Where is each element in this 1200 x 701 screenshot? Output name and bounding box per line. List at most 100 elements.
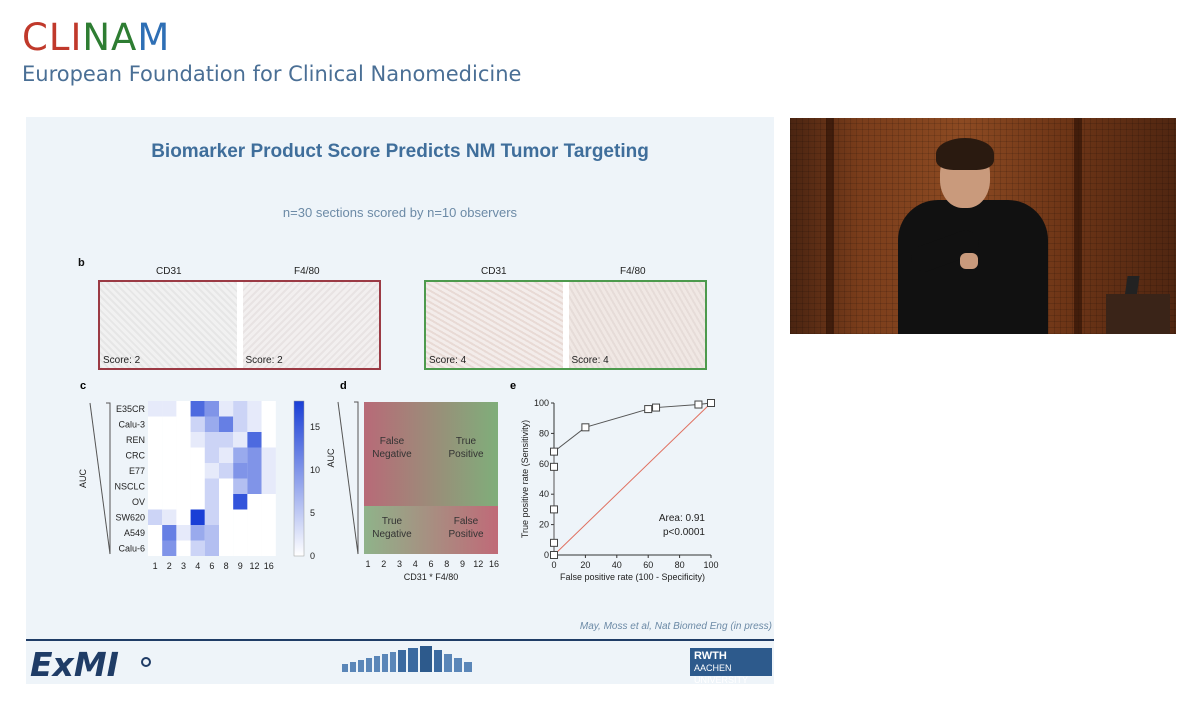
quadrant-label: Positive — [448, 529, 483, 540]
heatmap-cell — [204, 478, 219, 494]
y-tick-label: 80 — [539, 428, 549, 438]
heatmap-cell — [233, 509, 248, 525]
x-axis-label: CD31 * F4/80 — [404, 572, 459, 582]
heatmap-cell — [219, 525, 234, 541]
heatmap-cell — [204, 540, 219, 556]
row-label: REN — [126, 435, 145, 445]
heatmap-cell — [176, 525, 191, 541]
stain-label: F4/80 — [620, 266, 646, 277]
x-tick-label: 9 — [460, 559, 465, 569]
heatmap-cell — [247, 463, 262, 479]
heatmap-cell — [261, 540, 276, 556]
heatmap-cell — [176, 401, 191, 417]
heatmap-cell — [219, 401, 234, 417]
stain-label: CD31 — [481, 266, 507, 277]
heatmap-cell — [148, 432, 163, 448]
y-tick-label: 20 — [539, 520, 549, 530]
rwth-aachen-logo: RWTH AACHEN UNIVERSITY — [690, 648, 772, 685]
quadrant-label: False — [454, 516, 479, 527]
x-tick-label: 16 — [489, 559, 499, 569]
speaker-hand — [960, 253, 978, 269]
heatmap-cell — [247, 540, 262, 556]
heatmap-cell — [247, 494, 262, 510]
heatmap-cell — [190, 509, 205, 525]
row-label: E35CR — [116, 404, 146, 414]
colorbar-tick-label: 5 — [310, 508, 315, 518]
heatmap-cell — [219, 478, 234, 494]
heatmap-cell — [204, 416, 219, 432]
speaker-video-feed — [790, 118, 1176, 334]
micrograph-f480-high: Score: 4 — [568, 282, 705, 368]
heatmap-cell — [176, 494, 191, 510]
heatmap-cell — [162, 478, 177, 494]
heatmap-cell — [247, 447, 262, 463]
clinam-logo: CLINAM — [22, 16, 171, 59]
roc-point — [550, 551, 558, 559]
heatmap-cell — [148, 525, 163, 541]
heatmap-cell — [148, 463, 163, 479]
heatmap-cell — [219, 540, 234, 556]
heatmap-cell — [162, 463, 177, 479]
x-tick-label: 3 — [397, 559, 402, 569]
heatmap-cell — [204, 447, 219, 463]
roc-point — [694, 400, 703, 409]
heatmap-cell — [233, 401, 248, 417]
heatmap-cell — [176, 416, 191, 432]
heatmap-cell — [190, 540, 205, 556]
heatmap-cell — [247, 401, 262, 417]
colorbar-tick-label: 0 — [310, 551, 315, 561]
figure-panels: c d e E35CRCalu-3RENCRCE77NSCLCOVSW620A5… — [78, 380, 719, 582]
heatmap-cell — [148, 401, 163, 417]
heatmap-cell — [261, 432, 276, 448]
heatmap-cell — [148, 478, 163, 494]
row-label: A549 — [124, 528, 145, 538]
roc-point — [550, 538, 558, 547]
micrograph-f480-low: Score: 2 — [242, 282, 379, 368]
heatmap-cell — [162, 540, 177, 556]
clinam-brand: CLINAM European Foundation for Clinical … — [22, 16, 521, 86]
column-label: 4 — [195, 561, 200, 571]
heatmap-cell — [261, 447, 276, 463]
roc-point — [550, 505, 558, 514]
citation-reference: May, Moss et al, Nat Biomed Eng (in pres… — [579, 621, 772, 632]
heatmap-cell — [233, 463, 248, 479]
heatmap-cell — [162, 401, 177, 417]
colorbar-tick-label: 15 — [310, 422, 320, 432]
auc-wedge — [354, 401, 359, 554]
heatmap-cell — [204, 525, 219, 541]
panel-b-letter: b — [78, 257, 85, 269]
heatmap-cell — [190, 416, 205, 432]
heatmap-cell — [204, 463, 219, 479]
row-label: E77 — [129, 466, 145, 476]
column-label: 1 — [153, 561, 158, 571]
x-tick-label: 1 — [365, 559, 370, 569]
row-label: Calu-3 — [118, 420, 145, 430]
quadrant-label: True — [382, 516, 403, 527]
heatmap-cell — [233, 416, 248, 432]
heatmap-cell — [219, 447, 234, 463]
roc-point — [550, 462, 558, 471]
quadrant-area-bottom — [364, 506, 498, 554]
high-score-image-pair: Score: 4 Score: 4 — [424, 280, 707, 370]
heatmap-cell — [261, 401, 276, 417]
score-label: Score: 4 — [429, 355, 467, 366]
heatmap-c: E35CRCalu-3RENCRCE77NSCLCOVSW620A549Calu… — [78, 400, 320, 571]
y-axis-label: AUC — [326, 448, 336, 468]
heatmap-cell — [233, 494, 248, 510]
quadrant-area-top — [364, 402, 498, 506]
heatmap-cell — [247, 416, 262, 432]
heatmap-cell — [261, 525, 276, 541]
auc-wedge-edge — [89, 402, 111, 555]
y-tick-label: 40 — [539, 489, 549, 499]
lectern — [1106, 294, 1170, 334]
heatmap-cell — [148, 447, 163, 463]
heatmap-cell — [148, 540, 163, 556]
heatmap-cell — [233, 478, 248, 494]
roc-point — [652, 403, 661, 412]
slide-title: Biomarker Product Score Predicts NM Tumo… — [151, 141, 649, 162]
footer-divider — [26, 639, 774, 641]
heatmap-cell — [247, 432, 262, 448]
heatmap-cell — [162, 447, 177, 463]
heatmap-cell — [176, 509, 191, 525]
heatmap-cell — [219, 416, 234, 432]
